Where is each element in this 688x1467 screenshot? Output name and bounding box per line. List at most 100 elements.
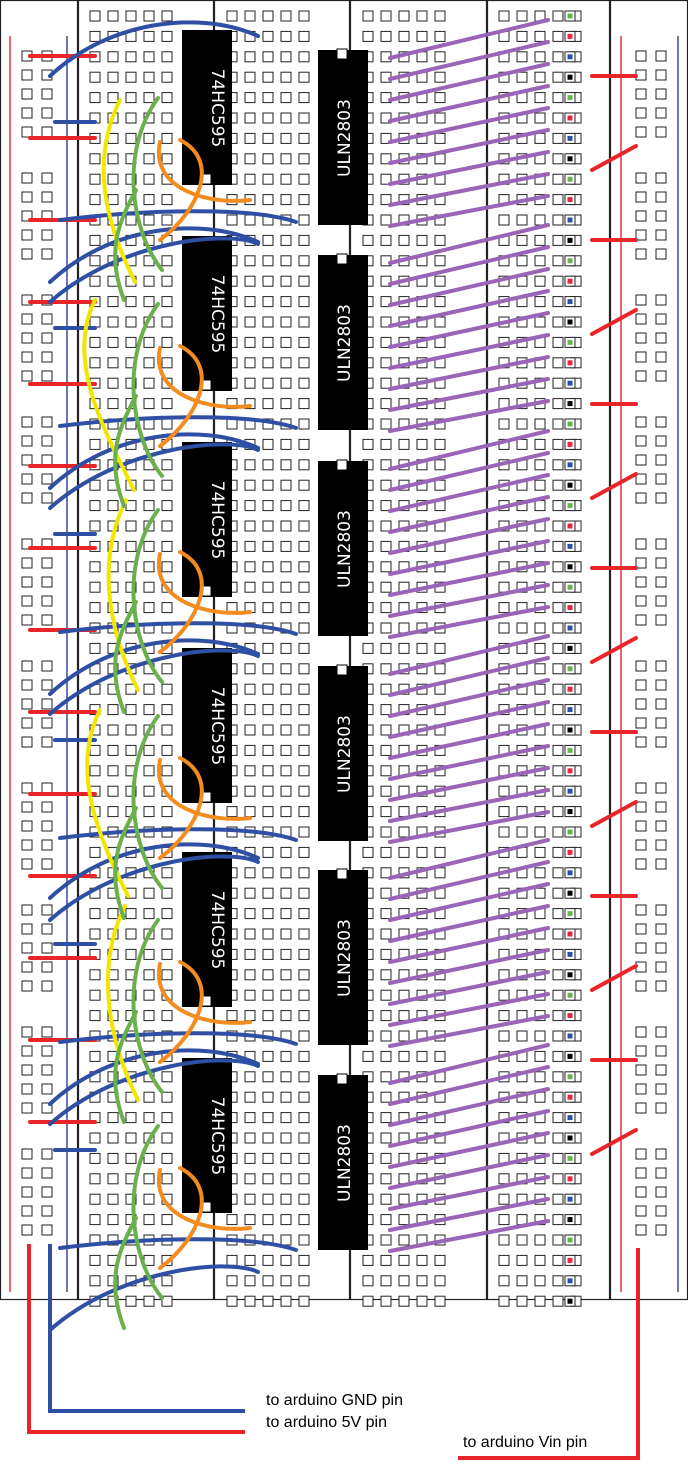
hole xyxy=(107,1214,119,1226)
hole xyxy=(125,908,137,920)
hole xyxy=(552,255,564,267)
hole xyxy=(534,1050,546,1062)
hole xyxy=(262,500,274,512)
orange-wire xyxy=(158,756,204,860)
shift-register-chip xyxy=(182,442,232,597)
hole xyxy=(262,1173,274,1185)
blue-wire xyxy=(48,20,260,78)
shift-register-label: 74HC595 xyxy=(207,1097,227,1176)
hole xyxy=(161,1071,173,1083)
led-marker xyxy=(567,727,573,733)
hole xyxy=(21,1224,33,1236)
driver-label: ULN2803 xyxy=(335,99,355,177)
hole xyxy=(298,1193,310,1205)
led-marker xyxy=(567,237,573,243)
hole xyxy=(21,1064,33,1076)
hole xyxy=(41,839,53,851)
hole xyxy=(89,969,101,981)
hole xyxy=(161,826,173,838)
hole xyxy=(21,782,33,794)
hole xyxy=(398,30,410,42)
hole xyxy=(362,1275,374,1287)
hole xyxy=(434,255,446,267)
hole xyxy=(635,229,647,241)
hole xyxy=(143,806,155,818)
hole xyxy=(21,904,33,916)
hole xyxy=(107,377,119,389)
hole xyxy=(41,1167,53,1179)
purple-wire xyxy=(388,355,550,391)
hole xyxy=(244,744,256,756)
hole xyxy=(635,1167,647,1179)
hole xyxy=(655,717,667,729)
hole xyxy=(107,765,119,777)
driver-chip xyxy=(318,255,368,430)
hole xyxy=(516,1254,528,1266)
hole xyxy=(244,785,256,797)
hole xyxy=(125,928,137,940)
hole xyxy=(380,132,392,144)
green-wire xyxy=(113,1010,138,1124)
hole xyxy=(298,1275,310,1287)
chip-notch xyxy=(336,459,348,471)
hole xyxy=(280,1071,292,1083)
hole xyxy=(161,153,173,165)
driver-chip xyxy=(318,870,368,1045)
hole xyxy=(161,1010,173,1022)
purple-wire xyxy=(388,583,550,618)
hole xyxy=(280,377,292,389)
hole xyxy=(161,744,173,756)
orange-wire xyxy=(156,1168,252,1231)
hole xyxy=(552,724,564,736)
hole xyxy=(262,520,274,532)
hole xyxy=(362,1295,374,1307)
hole xyxy=(552,1234,564,1246)
hole xyxy=(498,1193,510,1205)
hole xyxy=(298,418,310,430)
hole xyxy=(298,785,310,797)
hole xyxy=(534,92,546,104)
hole xyxy=(244,92,256,104)
led-marker xyxy=(567,768,573,774)
purple-wire xyxy=(388,311,550,349)
hole xyxy=(244,479,256,491)
hole xyxy=(552,357,564,369)
led-marker xyxy=(567,911,573,917)
hole xyxy=(298,500,310,512)
hole xyxy=(161,1275,173,1287)
hole xyxy=(21,538,33,550)
hole xyxy=(161,30,173,42)
hole xyxy=(89,1132,101,1144)
hole xyxy=(534,30,546,42)
hole xyxy=(635,126,647,138)
hole xyxy=(280,1010,292,1022)
hole xyxy=(161,928,173,940)
hole xyxy=(380,989,392,1001)
hole xyxy=(380,704,392,716)
hole xyxy=(262,1071,274,1083)
hole xyxy=(244,153,256,165)
hole xyxy=(280,92,292,104)
hole xyxy=(143,887,155,899)
led-marker xyxy=(567,360,573,366)
hole xyxy=(262,887,274,899)
hole xyxy=(262,296,274,308)
hole xyxy=(498,602,510,614)
led-marker xyxy=(567,645,573,651)
hole xyxy=(41,88,53,100)
hole xyxy=(262,602,274,614)
hole xyxy=(107,908,119,920)
led-marker xyxy=(567,1074,573,1080)
hole xyxy=(125,377,137,389)
hole xyxy=(298,255,310,267)
hole xyxy=(434,1275,446,1287)
hole xyxy=(89,765,101,777)
hole xyxy=(655,435,667,447)
hole xyxy=(280,948,292,960)
hole xyxy=(635,1186,647,1198)
hole xyxy=(125,132,137,144)
hole xyxy=(41,191,53,203)
hole xyxy=(244,296,256,308)
blue-wire xyxy=(48,1048,260,1106)
